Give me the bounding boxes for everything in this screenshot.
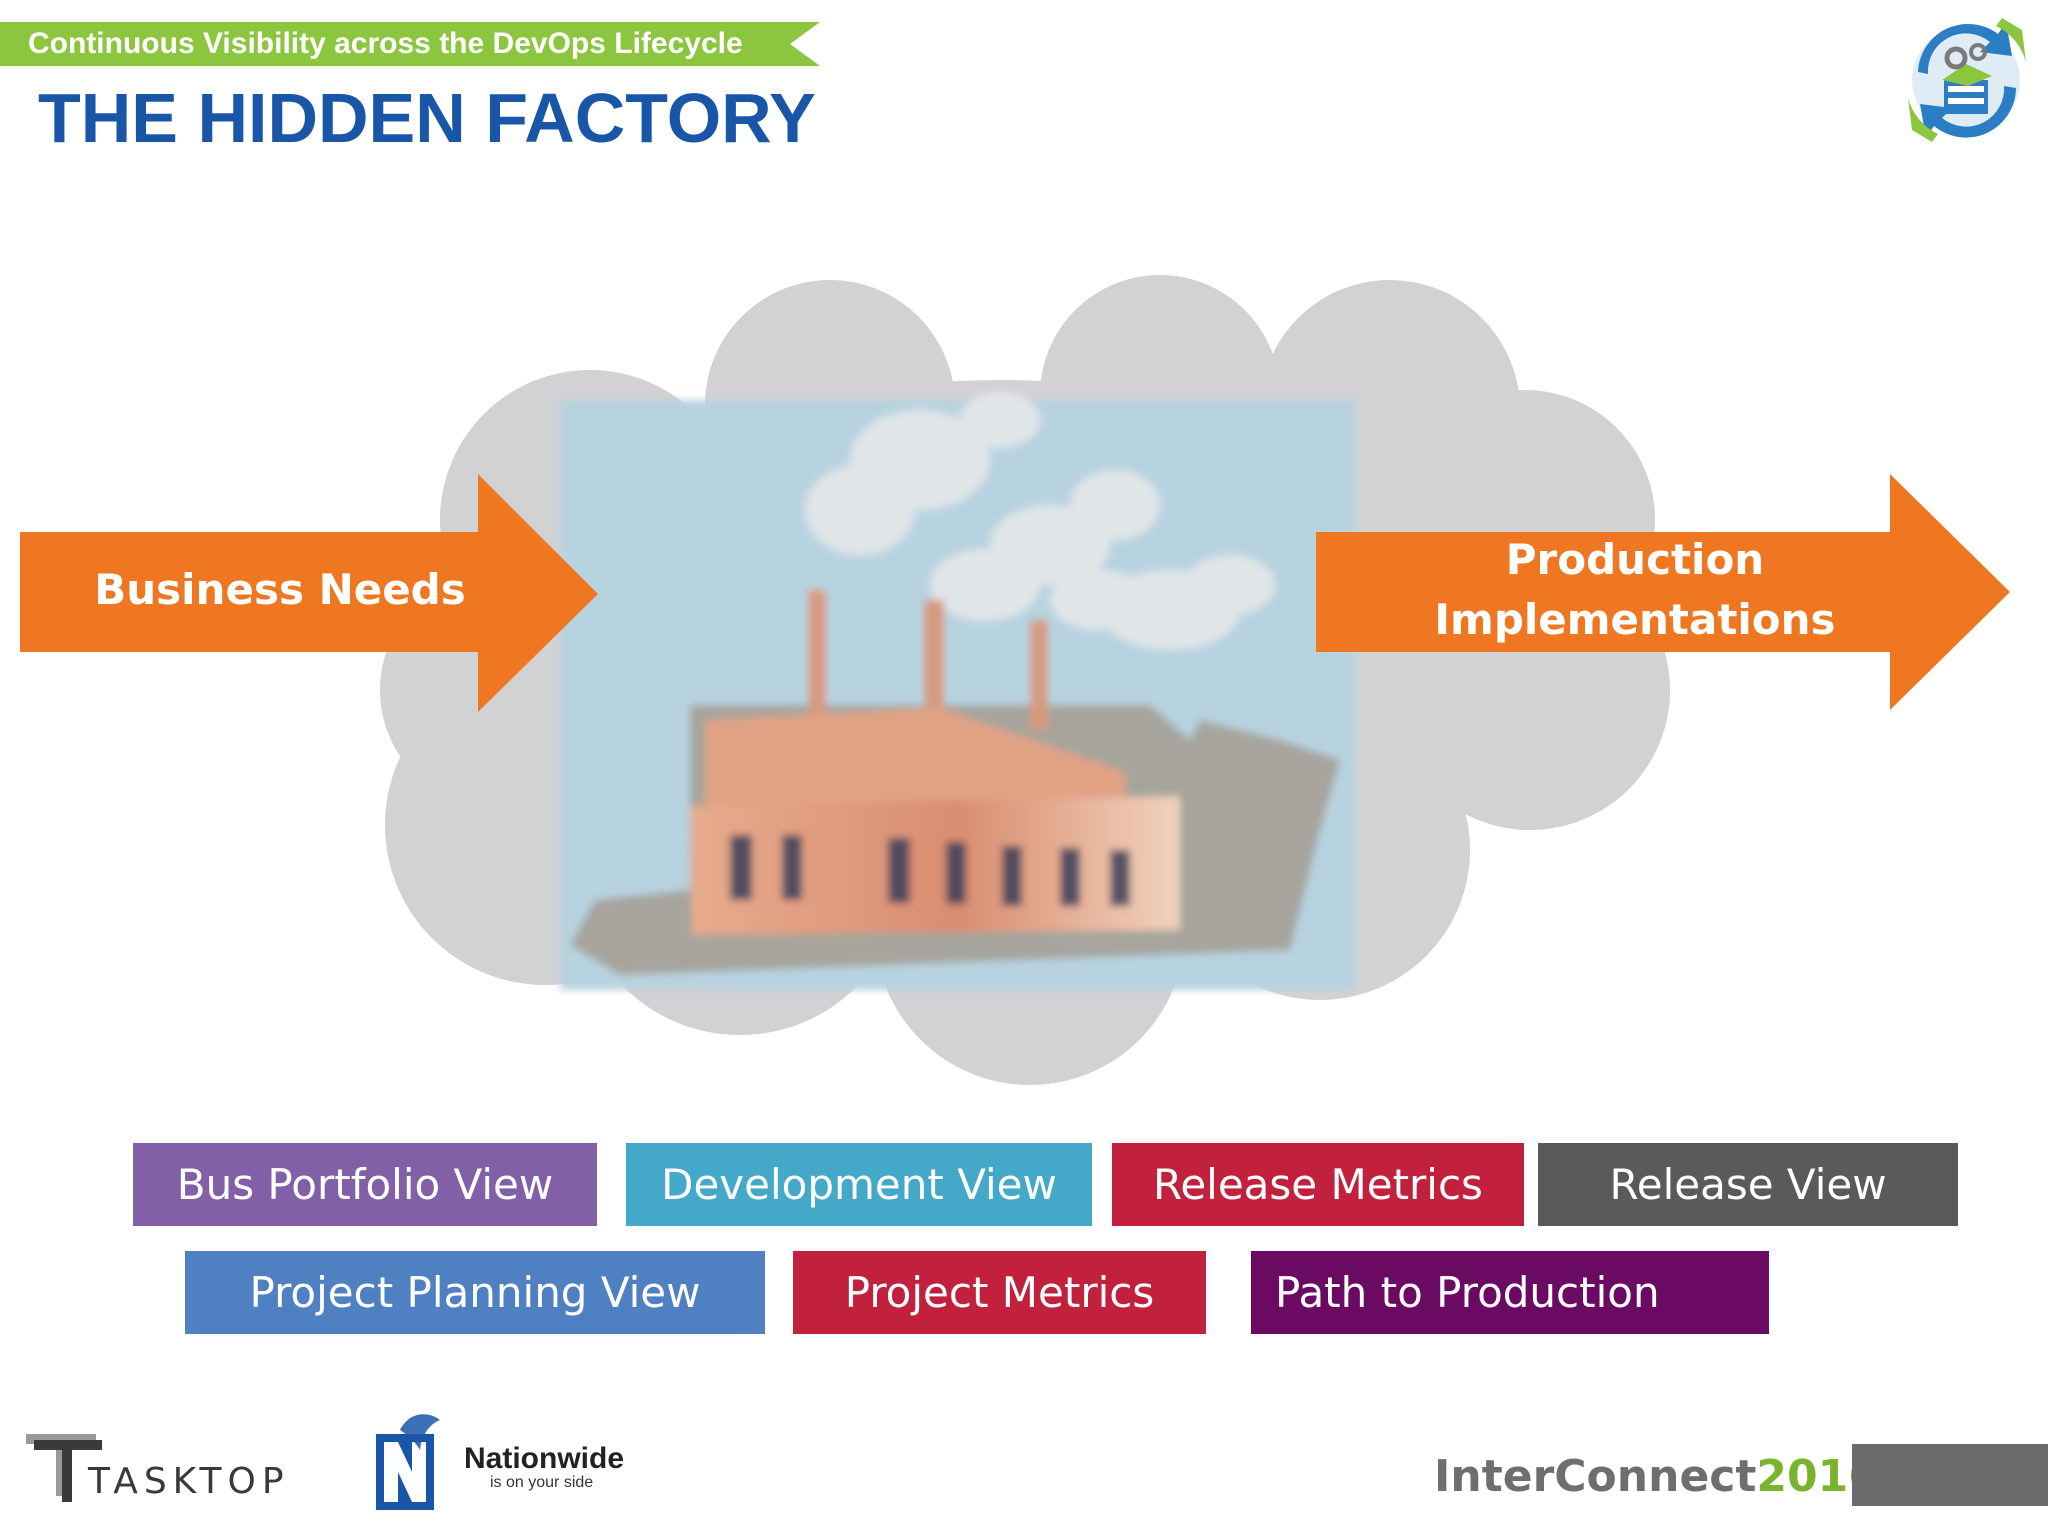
factory-illustration (560, 392, 1355, 990)
hidden-factory-diagram (20, 275, 2010, 1085)
tasktop-logo-icon (26, 1434, 102, 1502)
business-needs-arrow (20, 474, 598, 712)
interconnect-2016-logo: InterConnect2016 (1434, 1452, 1879, 1502)
nationwide-eagle-logo-icon (376, 1414, 440, 1510)
project-planning-view-box: Project Planning View (185, 1251, 765, 1334)
production-label-line2: Implementations (1434, 595, 1836, 644)
production-label-line1: Production (1505, 535, 1765, 584)
nationwide-wordmark: Nationwide (464, 1442, 625, 1475)
project-metrics-box: Project Metrics (793, 1251, 1206, 1334)
release-metrics-box: Release Metrics (1112, 1143, 1524, 1226)
path-to-production-box: Path to Production (1251, 1251, 1769, 1334)
header-banner (0, 22, 820, 66)
devops-cycle-emblem-icon (1908, 18, 2026, 142)
tasktop-wordmark: TASKTOP (88, 1461, 290, 1502)
nationwide-tagline: is on your side (490, 1474, 594, 1491)
interconnect-text: InterConnect (1434, 1451, 1757, 1502)
page-title: THE HIDDEN FACTORY (38, 79, 816, 157)
banner-text: Continuous Visibility across the DevOps … (28, 27, 743, 60)
production-implementations-arrow (1316, 474, 2010, 710)
bus-portfolio-view-box: Bus Portfolio View (133, 1143, 597, 1226)
footer-corner-block (1852, 1444, 2048, 1506)
production-implementations-label: Production Implementations (1320, 530, 1950, 650)
business-needs-label: Business Needs (94, 565, 466, 614)
release-view-box: Release View (1538, 1143, 1958, 1226)
development-view-box: Development View (626, 1143, 1092, 1226)
